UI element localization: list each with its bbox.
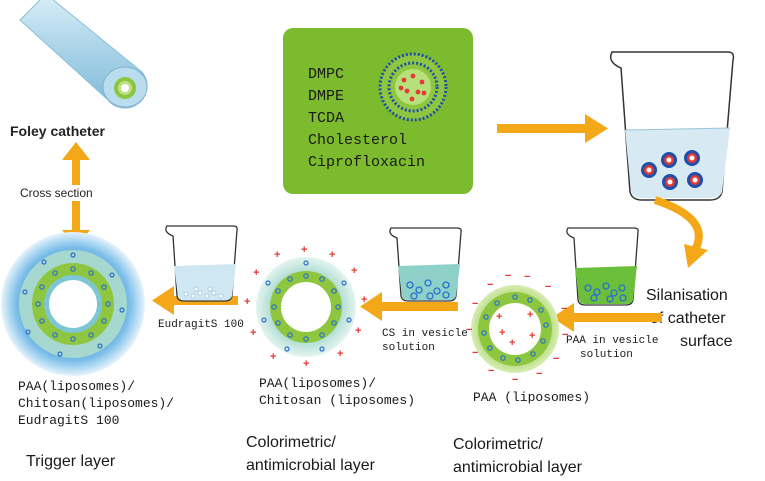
paa-vesicle-label: solution	[580, 349, 633, 361]
composition-item: DMPC	[308, 66, 344, 83]
svg-text:+: +	[496, 311, 502, 323]
ring-paa: −−−− −−−− −−−−− +++++	[466, 270, 568, 386]
cs-vesicle-label: CS in vesicle	[382, 328, 468, 340]
silanisation-label: Silanisation	[646, 287, 728, 304]
svg-text:−: −	[545, 281, 551, 293]
cross-section-label: Cross section	[20, 186, 93, 200]
svg-text:−: −	[561, 303, 567, 315]
ring-paa-chitosan: + + + + + + + + + + + +	[244, 244, 367, 370]
svg-text:−: −	[505, 270, 511, 282]
svg-text:+: +	[303, 358, 309, 370]
svg-text:−: −	[553, 353, 559, 365]
silanisation-label: of catheter	[650, 310, 726, 327]
svg-text:+: +	[499, 327, 505, 339]
svg-text:+: +	[301, 244, 307, 256]
ring-paa-chitosan-label: Chitosan (liposomes)	[259, 393, 415, 408]
svg-text:+: +	[529, 330, 535, 342]
colorimetric-layer-title: Colorimetric/	[453, 436, 543, 453]
svg-text:+: +	[253, 267, 259, 279]
ring-trigger-label: EudragitS 100	[18, 413, 119, 428]
svg-text:+: +	[250, 327, 256, 339]
foley-label: Foley catheter	[10, 123, 105, 139]
ring-trigger-label: Chitosan(liposomes)/	[18, 396, 174, 411]
composition-item: DMPE	[308, 88, 344, 105]
svg-text:+: +	[270, 351, 276, 363]
curved-arrow-down	[653, 196, 708, 268]
svg-text:+: +	[355, 325, 361, 337]
silanisation-label: surface	[680, 333, 733, 350]
liposome-composition-box: DMPC DMPE TCDA Cholesterol Ciprofloxacin	[283, 28, 473, 194]
svg-text:−: −	[472, 298, 478, 310]
svg-text:−: −	[466, 324, 472, 336]
liposome-particles	[641, 150, 703, 190]
large-beaker	[609, 51, 735, 201]
cs-vesicle-label: solution	[382, 342, 435, 354]
beaker-green	[566, 227, 639, 306]
svg-text:+: +	[274, 249, 280, 261]
svg-text:+: +	[329, 249, 335, 261]
svg-text:−: −	[488, 365, 494, 377]
foley-catheter-illustration	[19, 0, 148, 109]
svg-text:−: −	[536, 368, 542, 380]
svg-text:+: +	[337, 348, 343, 360]
composition-item: Cholesterol	[308, 132, 407, 149]
colorimetric-layer-title: antimicrobial layer	[453, 459, 583, 476]
colorimetric-layer-title: antimicrobial layer	[246, 457, 376, 474]
trigger-layer-title: Trigger layer	[26, 453, 116, 470]
arrow-to-beaker	[497, 114, 608, 143]
beaker-teal	[389, 227, 462, 302]
colorimetric-layer-title: Colorimetric/	[246, 434, 336, 451]
svg-text:−: −	[487, 279, 493, 291]
svg-text:−: −	[472, 347, 478, 359]
cross-section-label-bg	[18, 185, 124, 201]
svg-text:+: +	[351, 265, 357, 277]
svg-text:−: −	[524, 271, 530, 283]
svg-text:−: −	[512, 374, 518, 386]
arrow-paa-step	[552, 303, 662, 332]
ring-paa-label: PAA (liposomes)	[473, 390, 590, 405]
svg-text:+: +	[527, 309, 533, 321]
ring-trigger-label: PAA(liposomes)/	[18, 379, 135, 394]
svg-text:−: −	[562, 329, 568, 341]
svg-text:+: +	[509, 337, 515, 349]
composition-item: Ciprofloxacin	[308, 154, 425, 171]
svg-text:+: +	[361, 294, 367, 306]
paa-vesicle-label: PAA in vesicle	[566, 335, 658, 347]
svg-text:+: +	[244, 296, 250, 308]
liposome-icon	[378, 52, 448, 122]
ring-paa-chitosan-label: PAA(liposomes)/	[259, 376, 376, 391]
beaker-clear	[165, 225, 238, 302]
eudragit-label: EudragitS 100	[158, 319, 244, 331]
composition-item: TCDA	[308, 110, 344, 127]
arrow-cs-step	[360, 292, 458, 321]
ring-trigger	[1, 232, 145, 376]
